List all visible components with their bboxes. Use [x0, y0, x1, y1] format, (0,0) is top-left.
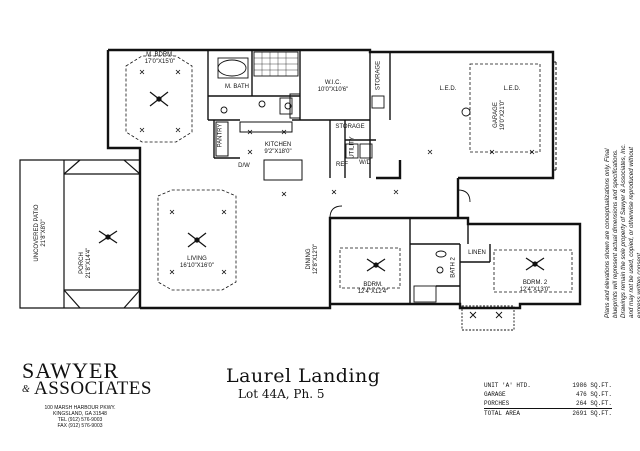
master-bedroom-label: M. BDRM.17'0"X15'0" [140, 52, 180, 66]
room-dims: 17'0"X15'0" [144, 59, 176, 65]
room-name: LIVING [187, 256, 207, 262]
room-name: BDRM. [363, 282, 383, 288]
area-label: TOTAL AREA [484, 410, 521, 417]
room-dims: 12'8"X12'0" [313, 243, 319, 275]
bath2-label: BATH 2 [451, 254, 458, 282]
room-name: GARAGE [493, 102, 499, 128]
room-dims: 21'8"X14'4" [86, 247, 92, 279]
area-row: GARAGE 476 SQ.FT. [484, 390, 612, 399]
room-name: W/D [359, 160, 371, 166]
ref-label: REF [334, 162, 350, 169]
logo-ampersand: & [22, 384, 30, 395]
room-name: PANTRY [217, 123, 224, 148]
wd-label: W/D [356, 160, 374, 167]
bedroom-label: BDRM.12'4"X12'4" [348, 282, 398, 296]
room-dims: 12'4"X13'0" [519, 287, 551, 293]
exterior-walls [106, 48, 582, 310]
dw-label: D/W [236, 163, 252, 170]
room-name: DINING [306, 248, 312, 270]
address-line: 100 MARSH HARBOUR PKWY. [44, 405, 116, 411]
area-row-total: TOTAL AREA 2691 SQ.FT. [484, 408, 612, 418]
room-name: M. BDRM. [146, 52, 174, 58]
room-dims: 9'2"X18'0" [264, 149, 292, 155]
room-name: BDRM. 2 [522, 280, 548, 286]
led-label-1: L.E.D. [436, 86, 460, 93]
pantry-label: PANTRY [218, 123, 225, 149]
room-name: M. BATH [225, 84, 249, 90]
annotation: L.E.D. [503, 86, 521, 92]
master-bath-label: M. BATH [222, 84, 252, 91]
logo-line1: SAWYER [22, 358, 120, 383]
room-name: UNCOVERED PATIO [34, 204, 40, 262]
led-label-2: L.E.D. [500, 86, 524, 93]
disclaimer-text: Plans and elevations shown are conceptua… [604, 143, 640, 318]
area-label: UNIT 'A' HTD. [484, 382, 531, 389]
area-value: 476 SQ.FT. [575, 391, 612, 398]
room-name: KITCHEN [264, 142, 292, 148]
company-address: 100 MARSH HARBOUR PKWY. KINGSLAND, GA 31… [34, 405, 126, 429]
room-name: PORCH [79, 252, 85, 274]
area-row: UNIT 'A' HTD. 1986 SQ.FT. [484, 381, 612, 390]
wic-label: W.I.C.10'0"X10'6" [308, 80, 358, 94]
misc-fixtures [329, 95, 515, 331]
recessed-lights [139, 69, 535, 275]
linen-label: LINEN [466, 250, 488, 257]
kitchen-fixtures [215, 93, 303, 181]
area-value: 1986 SQ.FT. [572, 382, 612, 389]
room-dims: 12'4"X12'4" [357, 289, 389, 295]
room-name: LINEN [468, 250, 486, 256]
room-name: STORAGE [335, 124, 365, 130]
utility-label: UTILITY [350, 133, 357, 163]
annotation: L.E.D. [439, 86, 457, 92]
interior-walls [207, 50, 491, 304]
room-name: D/W [238, 163, 250, 169]
ceiling-fans [98, 91, 545, 272]
room-dims: 19'0"X21'0" [500, 99, 506, 131]
area-label: PORCHES [484, 400, 510, 407]
plan-title: Laurel Landing [226, 365, 381, 387]
bath-fixtures [217, 51, 447, 303]
logo-line2: ASSOCIATES [34, 378, 152, 399]
room-dims: 21'8"X8'0" [41, 219, 47, 247]
tray-ceilings [125, 55, 573, 293]
storage2-label: STORAGE [330, 124, 370, 131]
storage-label: STORAGE [376, 61, 383, 91]
room-name: UTILITY [349, 136, 356, 159]
lot-subtitle: Lot 44A, Ph. 5 [238, 387, 325, 401]
room-name: STORAGE [375, 60, 382, 91]
area-table: UNIT 'A' HTD. 1986 SQ.FT. GARAGE 476 SQ.FT… [484, 381, 612, 418]
area-value: 264 SQ.FT. [575, 400, 612, 407]
room-name: BATH 2 [450, 257, 457, 278]
address-line: FAX (912) 576-9003 [57, 423, 103, 429]
area-row: PORCHES 264 SQ.FT. [484, 399, 612, 408]
area-value: 2691 SQ.FT. [572, 410, 612, 417]
address-line: TEL (912) 576-9003 [57, 417, 103, 423]
garage-door [553, 61, 557, 171]
area-label: GARAGE [484, 391, 506, 398]
room-name: W.I.C. [324, 80, 342, 86]
address-line: KINGSLAND, GA 31548 [53, 411, 107, 417]
room-dims: 16'10"X16'0" [180, 263, 214, 269]
porch-outline [19, 159, 141, 309]
annotation: REF [336, 162, 348, 168]
room-dims: 10'0"X10'6" [317, 87, 349, 93]
